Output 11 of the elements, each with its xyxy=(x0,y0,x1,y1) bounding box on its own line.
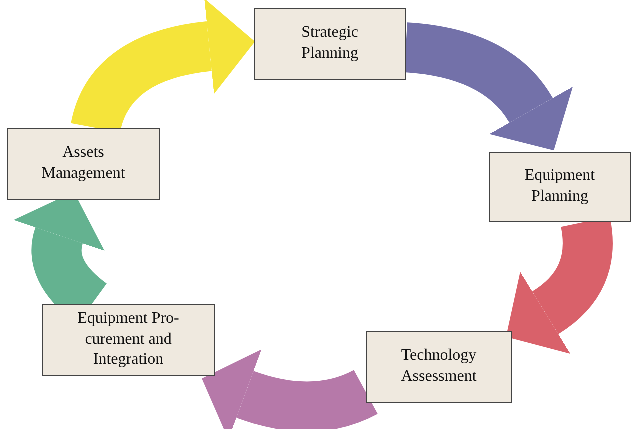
process-box xyxy=(489,152,631,222)
curved-arrow xyxy=(202,349,378,429)
box-label: Equipment Pro- curement and Integration xyxy=(76,308,180,370)
box-label: Assets Management xyxy=(40,143,126,184)
process-box xyxy=(366,331,512,403)
process-box xyxy=(7,128,160,200)
process-box xyxy=(254,8,406,80)
process-box xyxy=(42,304,215,376)
box-label: Technology Assessment xyxy=(400,346,478,387)
box-label: Equipment Planning xyxy=(524,166,596,207)
box-label: Strategic Planning xyxy=(300,23,360,64)
